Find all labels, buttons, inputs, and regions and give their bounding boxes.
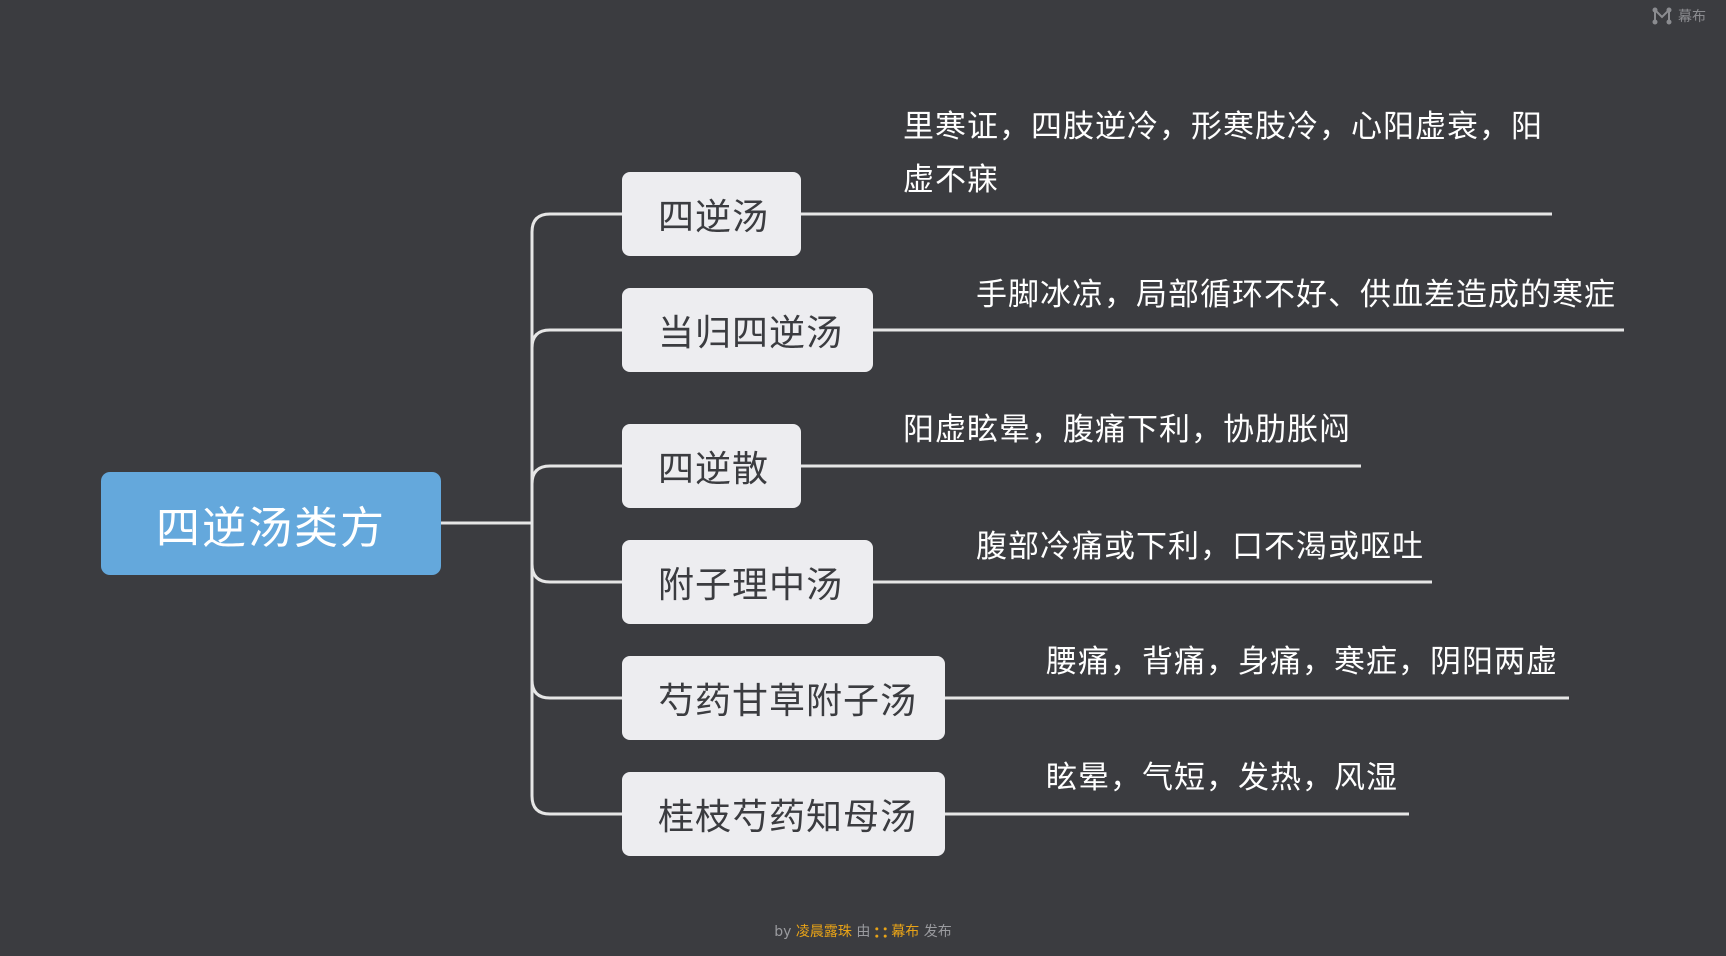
branch-connector: [530, 328, 622, 349]
mubu-logo-icon: [1652, 7, 1672, 25]
desc-danggui-sini-tang: 手脚冰凉，局部循环不好、供血差造成的寒症: [976, 269, 1616, 322]
footer: by 凌晨露珠 由 幕布 发布: [0, 921, 1726, 941]
desc-sini-san: 阳虚眩晕，腹痛下利，协肋胀闷: [903, 404, 1351, 457]
branch-node-shaoyao-gancao-fuzi-tang[interactable]: 芍药甘草附子汤: [622, 656, 945, 740]
desc-shaoyao-gancao-fuzi-tang: 腰痛，背痛，身痛，寒症，阴阳两虚: [1046, 636, 1558, 689]
desc-fuzi-lizhong-tang: 腹部冷痛或下利，口不渴或呕吐: [976, 521, 1424, 574]
desc-line: 阳虚眩晕，腹痛下利，协肋胀闷: [903, 412, 1351, 448]
branch-connector: [530, 679, 622, 700]
trunk-line: [530, 212, 622, 816]
footer-via: 由: [856, 924, 871, 940]
desc-line: 手脚冰凉，局部循环不好、供血差造成的寒症: [976, 277, 1616, 313]
root-node[interactable]: 四逆汤类方: [101, 472, 441, 575]
footer-author-link[interactable]: 凌晨露珠: [795, 924, 852, 940]
branch-connector: [530, 464, 622, 485]
footer-publish: 发布: [923, 924, 952, 940]
branch-node-fuzi-lizhong-tang[interactable]: 附子理中汤: [622, 540, 873, 624]
desc-sini-tang: 里寒证，四肢逆冷，形寒肢冷，心阳虚衰，阳 虚不寐: [903, 101, 1543, 207]
watermark-text: 幕布: [1678, 9, 1706, 25]
desc-line: 虚不寐: [903, 162, 999, 198]
branch-node-sini-tang[interactable]: 四逆汤: [622, 172, 801, 256]
desc-line: 眩晕，气短，发热，风湿: [1046, 760, 1398, 796]
footer-by: by: [774, 924, 792, 940]
mubu-logo-icon: [875, 926, 887, 938]
branch-node-sini-san[interactable]: 四逆散: [622, 424, 801, 508]
footer-brand-link[interactable]: 幕布: [891, 924, 920, 940]
branch-connector: [530, 563, 622, 584]
branch-node-guizhi-shaoyao-zhimu-tang[interactable]: 桂枝芍药知母汤: [622, 772, 945, 856]
desc-line: 腹部冷痛或下利，口不渴或呕吐: [976, 529, 1424, 565]
desc-line: 里寒证，四肢逆冷，形寒肢冷，心阳虚衰，阳: [903, 109, 1543, 145]
desc-line: 腰痛，背痛，身痛，寒症，阴阳两虚: [1046, 644, 1558, 680]
branch-node-danggui-sini-tang[interactable]: 当归四逆汤: [622, 288, 873, 372]
desc-guizhi-shaoyao-zhimu-tang: 眩晕，气短，发热，风湿: [1046, 752, 1398, 805]
watermark: 幕布: [1652, 6, 1706, 26]
